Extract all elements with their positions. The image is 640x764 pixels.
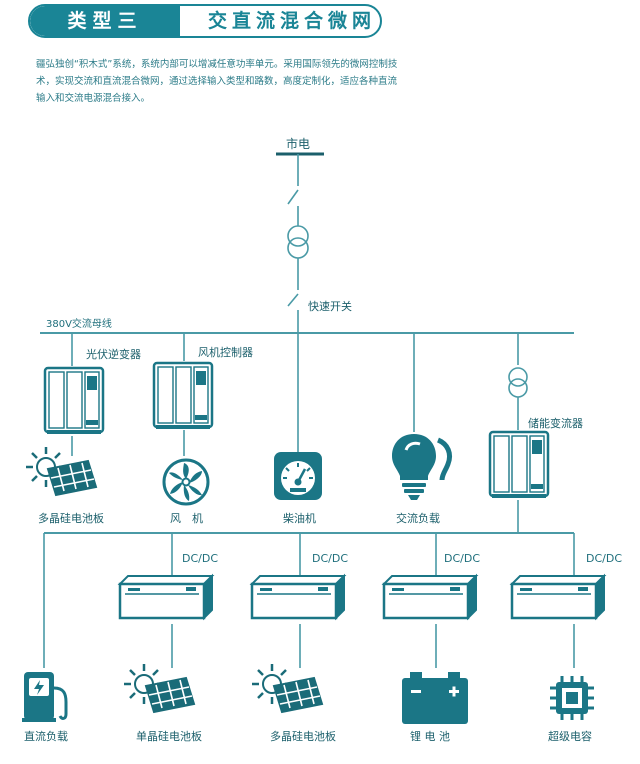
dc-load-label: 直流负载: [24, 729, 68, 743]
pv-inverter-cabinet: [43, 366, 105, 436]
poly-pv-panel-label: 多晶硅电池板: [38, 511, 104, 525]
intro-paragraph: 疆弘独创“积木式”系统，系统内部可以增减任意功率单元。采用国际领先的微网控制技术…: [36, 59, 398, 104]
diesel-generator-icon: [274, 452, 322, 500]
fast-switch-label: 快速开关: [308, 299, 352, 313]
solar-panel-icon: [24, 445, 97, 496]
grid-label: 市电: [286, 136, 310, 151]
section-type-label: 类型三: [30, 6, 180, 36]
dcdc-label-1: DC/DC: [182, 552, 218, 565]
dcdc-converter-3: [382, 574, 478, 620]
solar-panel-icon: [122, 662, 195, 713]
wind-turbine-icon: [162, 458, 210, 506]
ac-load-label: 交流负载: [396, 511, 440, 525]
chip-icon: [550, 676, 594, 720]
wind-controller-cabinet: [152, 361, 214, 431]
dcdc-label-3: DC/DC: [444, 552, 480, 565]
solar-panel-icon: [250, 662, 323, 713]
dcdc-converter-2: [250, 574, 346, 620]
section-header: 类型三 交直流混合微网: [28, 4, 382, 38]
mono-pv-panel-label: 单晶硅电池板: [136, 729, 202, 743]
supercapacitor-label: 超级电容: [548, 729, 592, 743]
poly-pv-panel-label-2: 多晶硅电池板: [270, 729, 336, 743]
storage-converter-label: 储能变流器: [528, 416, 583, 430]
wind-turbine-label: 风 机: [170, 511, 203, 525]
dcdc-label-2: DC/DC: [312, 552, 348, 565]
dcdc-converter-1: [118, 574, 214, 620]
dcdc-converter-4: [510, 574, 606, 620]
lithium-battery-label: 锂 电 池: [410, 729, 450, 743]
ac-bus-label: 380V交流母线: [46, 317, 112, 330]
diesel-generator-label: 柴油机: [283, 511, 316, 525]
dcdc-label-4: DC/DC: [586, 552, 622, 565]
wind-controller-label: 风机控制器: [198, 345, 253, 359]
pv-inverter-label: 光伏逆变器: [86, 347, 141, 361]
section-title: 交直流混合微网: [208, 10, 377, 32]
battery-icon: [402, 672, 468, 724]
light-bulb-icon: [392, 434, 453, 500]
wiring: [40, 152, 575, 668]
charging-station-icon: [22, 672, 68, 722]
storage-converter-cabinet: [488, 430, 550, 500]
